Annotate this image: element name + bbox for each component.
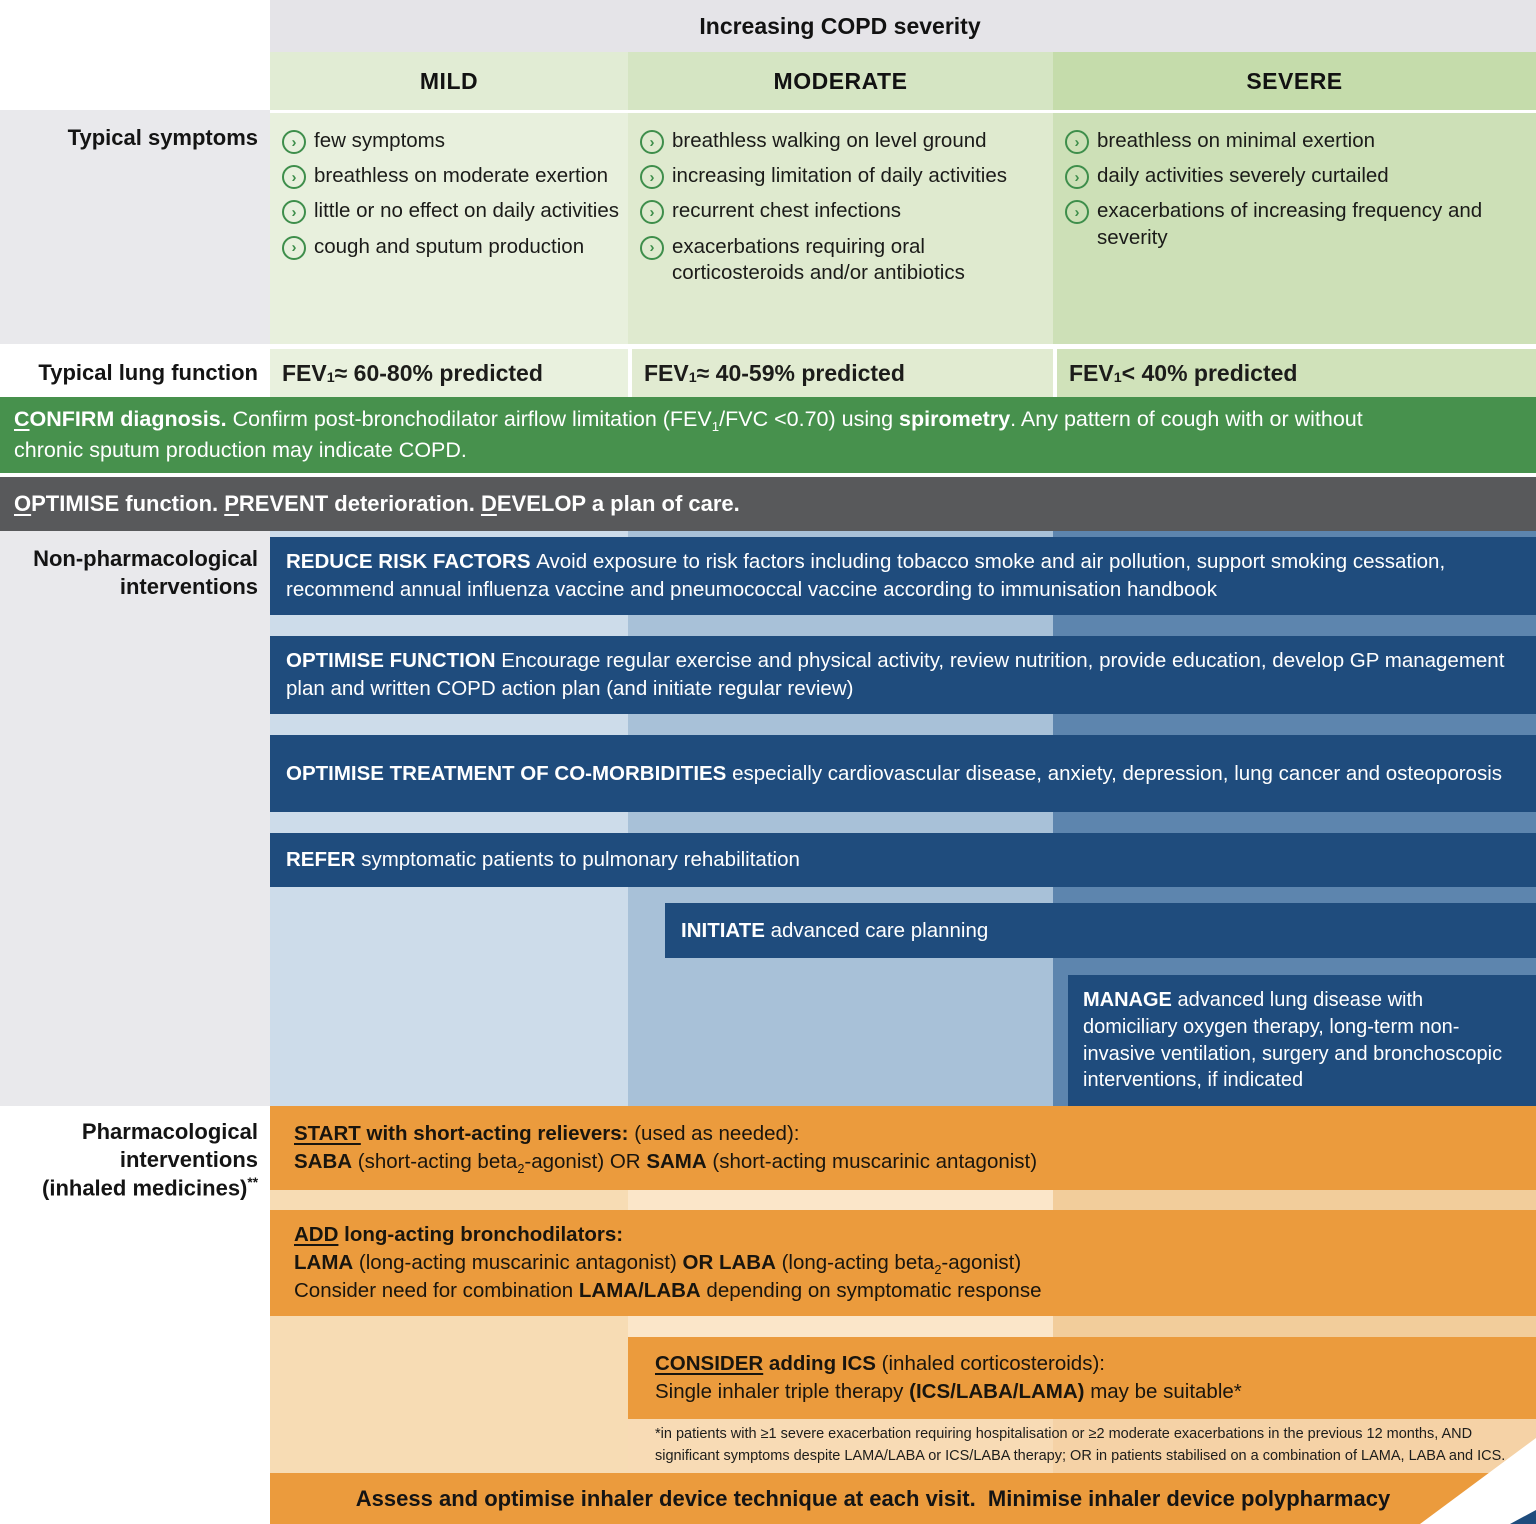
symptom-text: increasing limitation of daily activitie… [672, 164, 1007, 188]
bar-consider-adding-ics: CONSIDER adding ICS (inhaled corticoster… [628, 1337, 1536, 1419]
chevron-bullet-icon: › [282, 130, 306, 154]
severity-header-band [270, 0, 1536, 52]
row-label-typical-symptoms: Typical symptoms [67, 125, 258, 150]
symptom-text: recurrent chest infections [672, 199, 902, 223]
row-label-panel [0, 110, 270, 344]
footnote-background-severe [1053, 1419, 1536, 1473]
symptom-text: exacerbations of increasing frequency an… [1097, 199, 1483, 249]
chevron-bullet-icon: › [1065, 200, 1089, 225]
bar-text: MANAGE advanced lung disease with domici… [1083, 989, 1503, 1092]
symptom-item: › daily activities severely curtailed [1065, 163, 1528, 190]
row-label-lung-function: Typical lung function [38, 360, 258, 386]
optimise-prevent-develop-banner: OPTIMISE function. PREVENT deterioration… [0, 477, 1536, 531]
blue-stripe-moderate [628, 531, 1053, 1106]
bar-refer-pulmonary-rehab: REFER symptomatic patients to pulmonary … [270, 833, 1536, 887]
bar-manage-advanced-lung-disease: MANAGE advanced lung disease with domici… [1068, 975, 1536, 1106]
bar-add-long-acting-bronchodilators: ADD long-acting bronchodilators:LAMA (lo… [270, 1210, 1536, 1316]
symptom-text: breathless on minimal exertion [1097, 129, 1376, 152]
bar-start-short-acting-relievers: START with short-acting relievers: (used… [270, 1106, 1536, 1190]
ics-footnote: *in patients with ≥1 severe exacerbation… [655, 1426, 1506, 1464]
chevron-bullet-icon: › [282, 200, 306, 225]
bar-text: INITIATE advanced care planning [681, 918, 989, 942]
bar-optimise-comorbidities: OPTIMISE TREATMENT OF CO-MORBIDITIES esp… [270, 735, 1536, 812]
chevron-bullet-icon: › [640, 130, 664, 154]
bar-text: OPTIMISE FUNCTION Encourage regular exer… [286, 649, 1505, 700]
inhaler-technique-banner: Assess and optimise inhaler device techn… [270, 1473, 1536, 1524]
symptom-item: › recurrent chest infections [640, 198, 1045, 225]
bar-text: OPTIMISE TREATMENT OF CO-MORBIDITIES esp… [286, 761, 1503, 785]
symptom-text: cough and sputum production [314, 234, 585, 258]
bar-initiate-advanced-care: INITIATE advanced care planning [665, 903, 1536, 958]
bar-text: REDUCE RISK FACTORS Avoid exposure to ri… [286, 550, 1446, 601]
symptom-item: › cough and sputum production [282, 234, 620, 260]
symptom-text: breathless walking on level ground [672, 129, 987, 152]
banner-text: Assess and optimise inhaler device techn… [355, 1485, 1391, 1511]
row-label-panel-nonpharm [0, 531, 270, 1106]
symptom-item: › exacerbations requiring oral corticoste… [640, 234, 1045, 286]
bar-reduce-risk-factors: REDUCE RISK FACTORS Avoid exposure to ri… [270, 537, 1536, 615]
confirm-diagnosis-banner: CONFIRM diagnosis. Confirm post-bronchod… [0, 397, 1536, 473]
symptom-text: few symptoms [314, 129, 445, 152]
chevron-bullet-icon: › [1065, 130, 1089, 154]
symptom-item: › exacerbations of increasing frequency a… [1065, 198, 1528, 250]
chevron-bullet-icon: › [282, 235, 306, 260]
column-header-mild: MILD [270, 52, 628, 110]
symptom-text: exacerbations requiring oral corticoster… [672, 234, 965, 284]
chevron-bullet-icon: › [640, 235, 664, 260]
symptom-item: › few symptoms [282, 128, 620, 154]
blue-stripe-mild [270, 531, 628, 1106]
column-header-severe: SEVERE [1053, 52, 1536, 110]
column-header-moderate: MODERATE [628, 52, 1053, 110]
chevron-bullet-icon: › [1065, 165, 1089, 190]
chevron-bullet-icon: › [282, 165, 306, 190]
symptoms-cell-severe: › breathless on minimal exertion › daily ac… [1053, 113, 1536, 344]
symptom-item: › breathless on moderate exertion [282, 163, 620, 190]
chevron-bullet-icon: › [640, 200, 664, 225]
symptom-text: breathless on moderate exertion [314, 164, 609, 188]
chart-title: Increasing COPD severity [699, 12, 981, 39]
symptoms-cell-mild: › few symptoms › breathless on moderate exe… [270, 113, 628, 344]
footnote-background-moderate [628, 1419, 1053, 1473]
symptom-text: daily activities severely curtailed [1097, 164, 1389, 188]
chevron-bullet-icon: › [640, 165, 664, 190]
symptom-item: › increasing limitation of daily activiti… [640, 163, 1045, 190]
symptoms-cell-moderate: › breathless walking on level ground › incr… [628, 113, 1053, 344]
symptom-text: little or no effect on daily activities [314, 199, 619, 223]
symptom-item: › breathless on minimal exertion [1065, 128, 1528, 154]
banner-text: OPTIMISE function. PREVENT deterioration… [14, 491, 740, 516]
bar-optimise-function: OPTIMISE FUNCTION Encourage regular exer… [270, 636, 1536, 714]
bar-text: REFER symptomatic patients to pulmonary … [286, 848, 800, 872]
symptom-item: › breathless walking on level ground [640, 128, 1045, 154]
symptom-item: › little or no effect on daily activities [282, 198, 620, 225]
